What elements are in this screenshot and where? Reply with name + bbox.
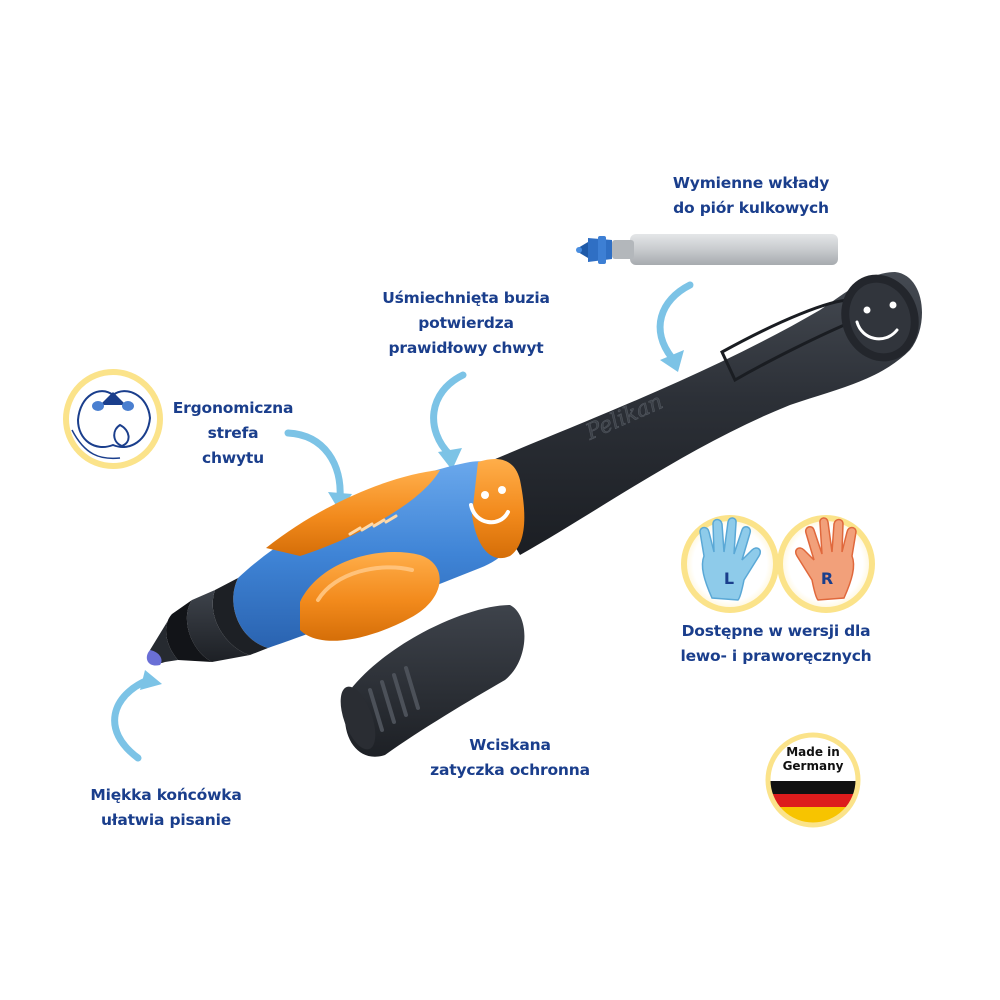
callout-smiley-line-3: prawidłowy chwyt [388, 339, 544, 357]
callout-hands-line-1: Dostępne w wersji dla [681, 622, 871, 640]
right-hand-icon: R [777, 515, 875, 613]
pen-image: Pelikan [146, 272, 922, 666]
right-hand-letter: R [821, 569, 833, 588]
made-in-line-2: Germany [782, 759, 844, 773]
cap-image [340, 605, 525, 757]
arrow-tip-icon [111, 676, 152, 762]
grip-diagram-icon [63, 369, 163, 469]
callout-cap-line-2: zatyczka ochronna [430, 761, 590, 779]
arrow-refill-icon [656, 281, 694, 362]
callout-refills: Wymienne wkłady do piór kulkowych [673, 171, 829, 221]
made-in-line-1: Made in [786, 745, 840, 759]
callout-smiley-line-1: Uśmiechnięta buzia [382, 289, 550, 307]
left-hand-letter: L [724, 569, 734, 588]
callout-cap: Wciskana zatyczka ochronna [430, 733, 590, 783]
arrow-grip-icon [284, 429, 344, 502]
callout-grip: Ergonomiczna strefa chwytu [172, 396, 294, 471]
callout-grip-line-1: Ergonomiczna [172, 399, 294, 417]
callout-tip-line-2: ułatwia pisanie [100, 811, 232, 829]
callout-grip-line-3: chwytu [202, 449, 264, 467]
arrow-smiley-icon [430, 371, 467, 459]
left-hand-icon: L [681, 515, 779, 613]
callout-grip-line-2: strefa [207, 424, 259, 442]
made-in-germany-badge [765, 732, 861, 828]
arrows [111, 281, 694, 762]
callout-smiley-line-2: potwierdza [418, 314, 514, 332]
callout-refills-line-1: Wymienne wkłady [672, 174, 830, 192]
callout-hands: Dostępne w wersji dla lewo- i praworęczn… [680, 619, 871, 669]
callout-cap-line-1: Wciskana [469, 736, 551, 754]
made-in-germany-text: Made in Germany [783, 745, 844, 773]
callout-tip-line-1: Miękka końcówka [90, 786, 242, 804]
callout-tip: Miękka końcówka ułatwia pisanie [90, 783, 241, 833]
callout-refills-line-2: do piór kulkowych [673, 199, 829, 217]
callout-hands-line-2: lewo- i praworęcznych [680, 647, 872, 665]
refill-image [576, 234, 838, 265]
callout-smiley: Uśmiechnięta buzia potwierdza prawidłowy… [382, 286, 550, 361]
